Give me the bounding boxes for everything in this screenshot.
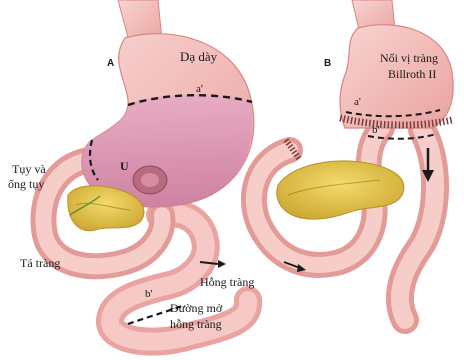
cut-a-label-b: a'	[354, 96, 361, 108]
incision-label-line2: hỗng tràng	[170, 318, 222, 331]
incision-label-line1: Đường mở	[170, 302, 222, 315]
panel-a-letter: A	[107, 58, 114, 69]
pancreas-label-line1: Tụy và	[12, 163, 46, 176]
ulcer-label: U	[120, 160, 129, 173]
jejunum-label: Hỗng tràng	[200, 276, 254, 289]
gastrojejunostomy-title-line2: Billroth II	[388, 68, 436, 81]
stomach-label: Dạ dày	[180, 50, 217, 64]
cut-b-label: b'	[145, 288, 152, 300]
duodenum-label: Tá tràng	[20, 257, 60, 270]
gastrojejunostomy-title-line1: Nối vị tràng	[380, 52, 438, 65]
cut-a-label: a'	[196, 83, 203, 95]
panel-b-letter: B	[324, 58, 331, 69]
panel-b-illustration	[254, 0, 453, 320]
cut-b-label-b: b'	[372, 124, 379, 136]
pancreas-label-line2: ống tụy	[8, 178, 44, 191]
